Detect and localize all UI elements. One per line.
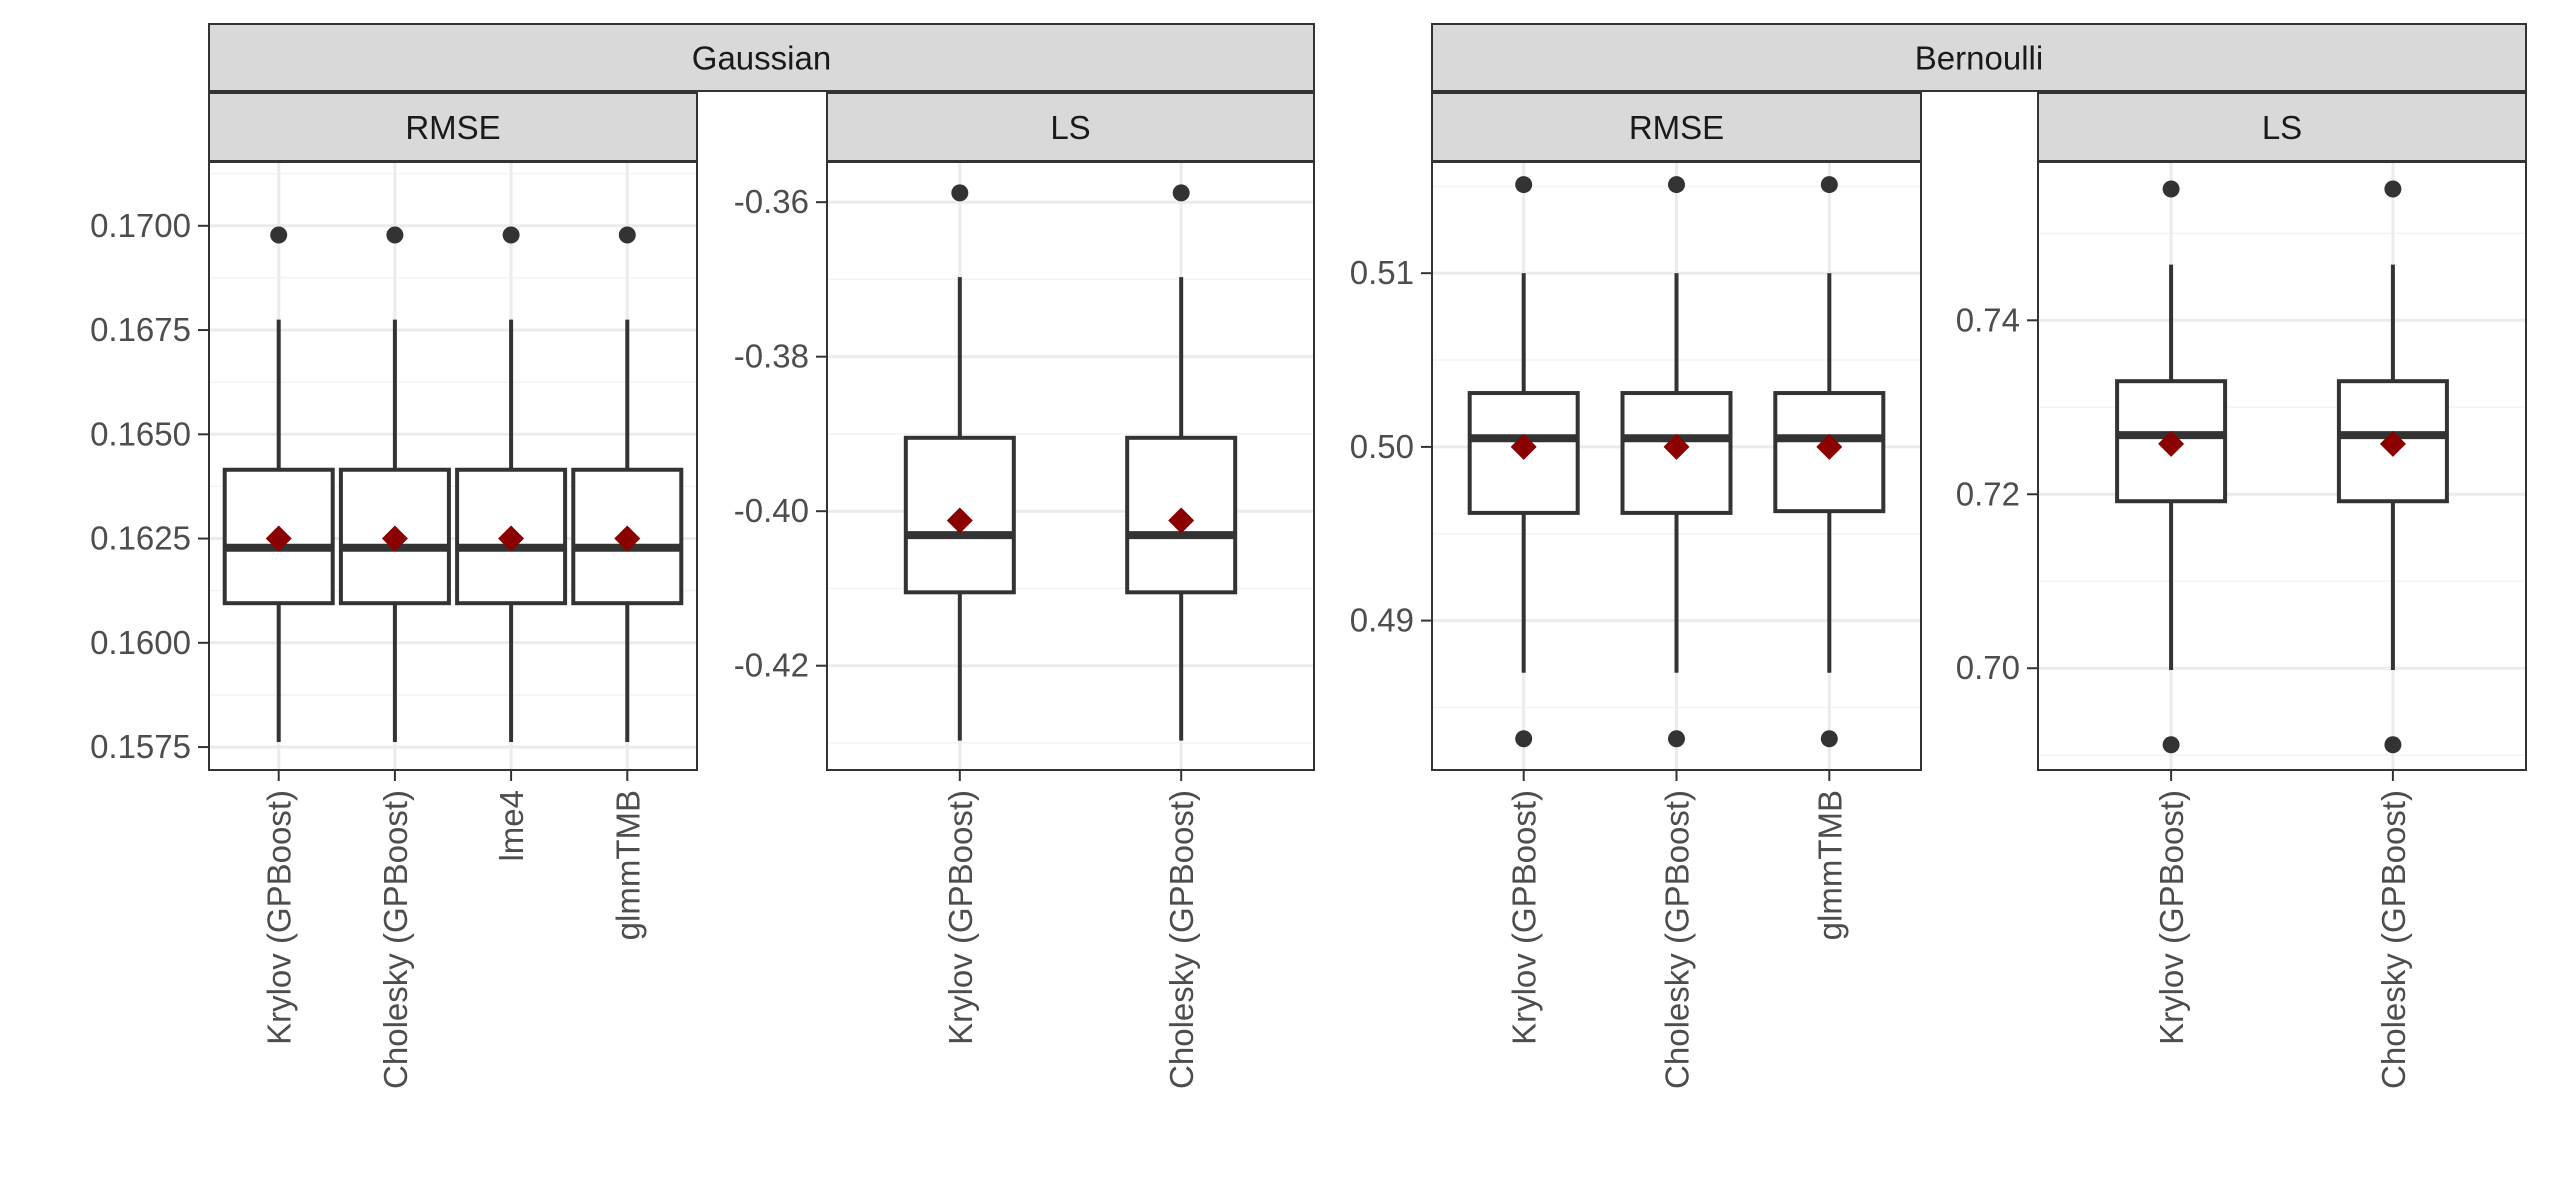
outlier-point: [1515, 730, 1533, 748]
mean-marker: [1816, 433, 1843, 460]
panel-strip-label: RMSE: [405, 109, 500, 146]
panel-strip-label: LS: [2262, 109, 2302, 146]
x-tick-label: Cholesky (GPBoost): [1659, 790, 1696, 1089]
mean-marker: [614, 525, 641, 552]
y-tick-label: 0.72: [1956, 475, 2020, 512]
y-tick-label: 0.1600: [90, 624, 191, 661]
y-tick-label: -0.42: [734, 647, 809, 684]
mean-marker: [1510, 433, 1537, 460]
outlier-point: [2384, 180, 2402, 198]
mean-marker: [946, 507, 973, 534]
panel-strip: [208, 92, 698, 162]
y-tick-label: 0.1700: [90, 207, 191, 244]
y-tick-label: 0.1650: [90, 415, 191, 452]
y-tick-label: 0.49: [1350, 602, 1414, 639]
x-tick-label: Krylov (GPBoost): [261, 790, 298, 1045]
mean-marker: [2158, 430, 2185, 457]
box-4: [571, 226, 684, 743]
outlier-point: [2162, 180, 2180, 198]
y-tick-label: 0.1575: [90, 728, 191, 765]
box-1: [903, 184, 1016, 741]
group-strip: [1431, 23, 2527, 92]
mean-marker: [2379, 430, 2406, 457]
mean-marker: [1663, 433, 1690, 460]
mean-marker: [1168, 507, 1195, 534]
box-3: [455, 226, 568, 743]
x-tick-label: Cholesky (GPBoost): [2375, 790, 2412, 1089]
outlier-point: [1172, 184, 1190, 202]
outlier-point: [2384, 736, 2402, 754]
panel-border: [208, 161, 698, 771]
outlier-point: [1668, 176, 1685, 194]
box-2: [2336, 180, 2449, 754]
outlier-point: [386, 226, 404, 244]
outlier-point: [270, 226, 288, 244]
panel-strip-label: RMSE: [1629, 109, 1724, 146]
outlier-point: [951, 184, 969, 202]
panel-border: [2037, 161, 2527, 771]
y-tick-label: 0.70: [1956, 649, 2020, 686]
box-3: [1773, 176, 1886, 748]
box-iqr: [2115, 379, 2228, 504]
box-2: [1125, 184, 1238, 741]
x-tick-label: Krylov (GPBoost): [2153, 790, 2190, 1045]
outlier-point: [2162, 736, 2180, 754]
box-iqr: [1467, 391, 1580, 515]
panel-strip: [1431, 92, 1922, 162]
x-tick-label: lme4: [493, 790, 530, 862]
y-tick-label: 0.50: [1350, 428, 1414, 465]
x-tick-label: Cholesky (GPBoost): [377, 790, 414, 1089]
panel-strip: [2037, 92, 2527, 162]
panel-gaussian-rmse: RMSE 0.1575 0.1600 0.1625 0.1650 0.1675 0.1700…: [90, 92, 698, 1089]
panel-border: [826, 161, 1315, 771]
mean-marker: [381, 525, 408, 552]
mean-marker: [265, 525, 292, 552]
outlier-point: [502, 226, 520, 244]
outlier-point: [1515, 176, 1533, 194]
outlier-point: [1668, 730, 1685, 748]
x-tick-label: Krylov (GPBoost): [1506, 790, 1543, 1045]
outlier-point: [1820, 176, 1838, 194]
x-tick-label: Krylov (GPBoost): [942, 790, 979, 1045]
box-1: [2115, 180, 2228, 754]
outlier-point: [618, 226, 636, 244]
outlier-point: [1820, 730, 1838, 748]
y-tick-label: -0.40: [734, 492, 809, 529]
x-tick-label: glmmTMB: [609, 790, 646, 940]
box-2: [338, 226, 451, 743]
box-2: [1620, 176, 1733, 748]
panel-strip: [826, 92, 1315, 162]
y-tick-label: 0.74: [1956, 301, 2020, 338]
group-strip-label: Gaussian: [692, 40, 831, 77]
y-tick-label: 0.51: [1350, 254, 1414, 291]
y-tick-label: 0.1625: [90, 520, 191, 557]
y-tick-label: -0.36: [734, 183, 809, 220]
x-tick-label: Cholesky (GPBoost): [1163, 790, 1200, 1089]
group-strip-label: Bernoulli: [1915, 40, 2043, 77]
panel-strip-label: LS: [1050, 109, 1090, 146]
box-1: [222, 226, 335, 743]
group-strip: [208, 23, 1315, 92]
box-1: [1467, 176, 1580, 748]
y-tick-label: -0.38: [734, 338, 809, 375]
y-tick-label: 0.1675: [90, 311, 191, 348]
mean-marker: [498, 525, 525, 552]
x-tick-label: glmmTMB: [1811, 790, 1848, 940]
box-iqr: [222, 467, 335, 606]
